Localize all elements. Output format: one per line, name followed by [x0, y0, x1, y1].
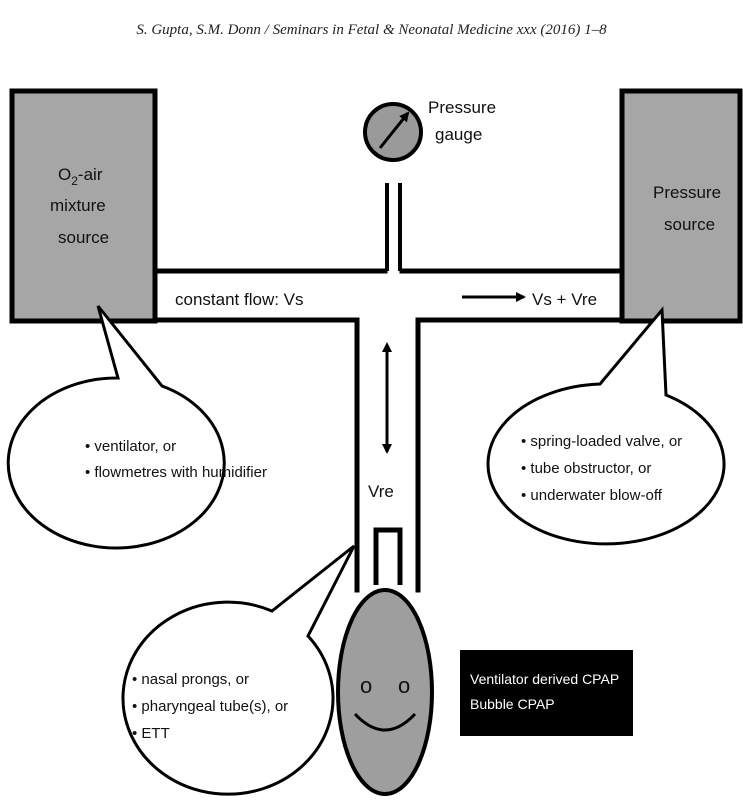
infant-face [336, 588, 434, 796]
left-eye: o [360, 673, 372, 698]
bubble-right-item1: • spring-loaded valve, or [521, 433, 682, 450]
legend-line2: Bubble CPAP [470, 696, 555, 712]
bubble-left-item1: • ventilator, or [85, 438, 176, 455]
left-box-line2: mixture [50, 196, 106, 215]
vre-label: Vre [368, 482, 394, 501]
tube-walls [152, 268, 625, 593]
cpap-type-legend-box [460, 650, 633, 736]
left-speech-bubble [6, 305, 226, 550]
mouth [353, 712, 417, 732]
bubble-left-item2: • flowmetres with humidifier [85, 464, 267, 481]
o2-air-mixture-source-box [9, 88, 158, 324]
gauge-label-line1: Pressure [428, 98, 496, 117]
right-speech-bubble [486, 306, 726, 546]
bubble-bottom-item2: • pharyngeal tube(s), or [132, 698, 288, 715]
right-box-line2: source [664, 215, 715, 234]
bubble-bottom-item3: • ETT [132, 725, 170, 742]
gauge-stem [385, 183, 402, 271]
gauge-needle [378, 111, 410, 149]
right-eye: o [398, 673, 410, 698]
left-box-line3: source [58, 228, 109, 247]
vs-plus-vre-label: Vs + Vre [532, 290, 597, 309]
bottom-speech-bubble [121, 544, 356, 796]
gauge-label-line2: gauge [435, 125, 482, 144]
right-box-line1: Pressure [653, 183, 721, 202]
bubble-right-item2: • tube obstructor, or [521, 460, 651, 477]
page-header: S. Gupta, S.M. Donn / Seminars in Fetal … [136, 22, 607, 38]
bubble-right-item3: • underwater blow-off [521, 487, 663, 504]
left-box-line1: O2-air [58, 165, 103, 188]
pressure-source-box [619, 88, 743, 324]
constant-flow-label: constant flow: Vs [175, 290, 304, 309]
bubble-bottom-item1: • nasal prongs, or [132, 671, 249, 688]
nasal-prong [373, 527, 403, 585]
legend-line1: Ventilator derived CPAP [470, 671, 619, 687]
